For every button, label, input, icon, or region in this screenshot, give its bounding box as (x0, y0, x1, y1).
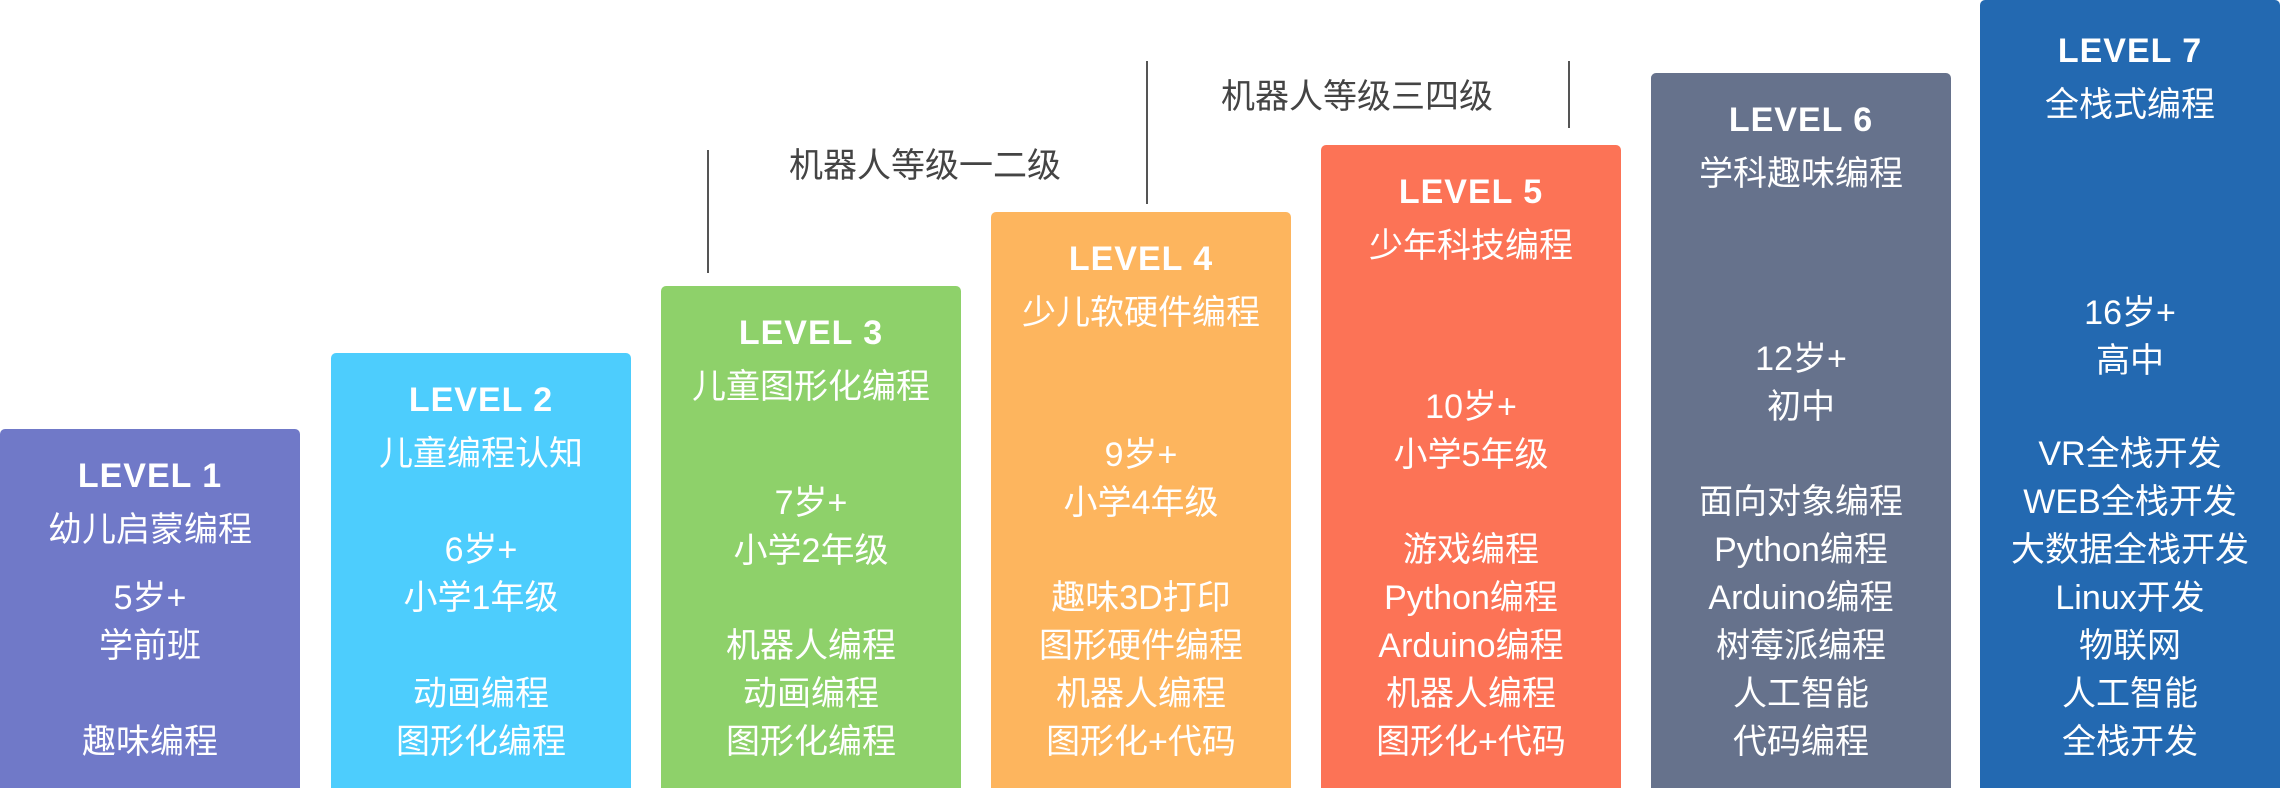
level-label: LEVEL 5 (1398, 173, 1544, 211)
topic-item: 图形化编程 (726, 723, 896, 761)
age-label: 5岁+ (113, 579, 187, 617)
level-header: LEVEL 3 儿童图形化编程 (661, 306, 961, 414)
level-5-column: LEVEL 5 少年科技编程 10岁+ 小学5年级游戏编程 Python编程 Arduin… (1321, 145, 1621, 788)
age-label: 12岁+ (1755, 340, 1847, 378)
annotation-robot-level-1-2: 机器人等级一二级 (789, 147, 1061, 185)
topic-item: VR全栈开发 (2038, 435, 2222, 473)
topic-item: WEB全栈开发 (2023, 483, 2237, 521)
topic-item: Python编程 (1384, 579, 1558, 617)
level-header: LEVEL 6 学科趣味编程 (1651, 93, 1951, 201)
level-header: LEVEL 4 少儿软硬件编程 (991, 232, 1291, 340)
age-label: 6岁+ (444, 531, 518, 569)
age-label: 7岁+ (774, 484, 848, 522)
topic-item: 物联网 (2079, 627, 2181, 665)
grade-label: 学前班 (99, 627, 201, 665)
topic-list: 趣味3D打印图形硬件编程机器人编程图形化+代码 (991, 574, 1291, 766)
topic-list: 机器人编程动画编程图形化编程 (661, 622, 961, 766)
age-label: 9岁+ (1104, 436, 1178, 474)
age-group: 9岁+ 小学4年级 (991, 431, 1291, 527)
grade-label: 高中 (2096, 342, 2164, 380)
topic-item: Arduino编程 (1378, 627, 1564, 665)
topic-item: Linux开发 (2055, 579, 2205, 617)
topic-item: 趣味3D打印 (1051, 579, 1231, 617)
bracket-line-left-a (707, 150, 709, 273)
age-group: 12岁+ 初中 (1651, 335, 1951, 431)
level-label: LEVEL 1 (77, 457, 223, 495)
topic-item: 图形化编程 (396, 723, 566, 761)
topic-item: 全栈开发 (2062, 723, 2198, 761)
topic-item: 动画编程 (413, 675, 549, 713)
grade-label: 初中 (1767, 388, 1835, 426)
topic-item: Arduino编程 (1708, 579, 1894, 617)
topic-item: 机器人编程 (1386, 675, 1556, 713)
level-name: 全栈式编程 (2045, 86, 2215, 124)
grade-label: 小学2年级 (733, 532, 889, 570)
level-6-column: LEVEL 6 学科趣味编程 12岁+ 初中面向对象编程 Python编程 Arduino… (1651, 73, 1951, 788)
level-header: LEVEL 7 全栈式编程 (1980, 24, 2280, 132)
grade-label: 小学1年级 (403, 579, 559, 617)
age-group: 10岁+ 小学5年级 (1321, 383, 1621, 479)
topic-item: 人工智能 (1733, 675, 1869, 713)
grade-label: 小学4年级 (1063, 484, 1219, 522)
level-2-column: LEVEL 2 儿童编程认知 6岁+ 小学1年级动画编程图形化编程 (331, 353, 631, 788)
level-header: LEVEL 2 儿童编程认知 (331, 373, 631, 481)
level-label: LEVEL 7 (2057, 32, 2203, 70)
level-name: 儿童图形化编程 (692, 368, 930, 406)
level-4-column: LEVEL 4 少儿软硬件编程 9岁+ 小学4年级趣味3D打印图形硬件编程机器人编程图… (991, 212, 1291, 788)
grade-label: 小学5年级 (1393, 436, 1549, 474)
age-group: 6岁+ 小学1年级 (331, 526, 631, 622)
topic-list: 趣味编程 (0, 718, 300, 766)
topic-item: 趣味编程 (82, 723, 218, 761)
level-name: 少年科技编程 (1369, 227, 1573, 265)
topic-item: 图形化+代码 (1046, 723, 1236, 761)
topic-item: Python编程 (1714, 531, 1888, 569)
bracket-line-left-b (1146, 61, 1148, 204)
age-label: 16岁+ (2084, 294, 2176, 332)
topic-list: VR全栈开发 WEB全栈开发大数据全栈开发 Linux开发物联网人工智能全栈开发 (1980, 430, 2280, 766)
annotation-robot-level-3-4: 机器人等级三四级 (1221, 78, 1493, 116)
level-label: LEVEL 3 (738, 314, 884, 352)
level-label: LEVEL 6 (1728, 101, 1874, 139)
topic-item: 机器人编程 (726, 627, 896, 665)
bracket-line-right-b (1568, 61, 1570, 128)
level-header: LEVEL 5 少年科技编程 (1321, 165, 1621, 273)
age-group: 16岁+ 高中 (1980, 289, 2280, 385)
level-name: 儿童编程认知 (379, 435, 583, 473)
age-group: 5岁+ 学前班 (0, 574, 300, 670)
topic-item: 图形硬件编程 (1039, 627, 1243, 665)
topic-list: 动画编程图形化编程 (331, 670, 631, 766)
topic-item: 面向对象编程 (1699, 483, 1903, 521)
topic-item: 机器人编程 (1056, 675, 1226, 713)
level-1-column: LEVEL 1 幼儿启蒙编程 5岁+ 学前班趣味编程 (0, 429, 300, 788)
topic-item: 动画编程 (743, 675, 879, 713)
topic-item: 树莓派编程 (1716, 627, 1886, 665)
level-label: LEVEL 2 (408, 381, 554, 419)
age-group: 7岁+ 小学2年级 (661, 479, 961, 575)
level-3-column: LEVEL 3 儿童图形化编程 7岁+ 小学2年级机器人编程动画编程图形化编程 (661, 286, 961, 788)
topic-item: 图形化+代码 (1376, 723, 1566, 761)
level-name: 幼儿启蒙编程 (48, 511, 252, 549)
level-name: 少儿软硬件编程 (1022, 294, 1260, 332)
topic-item: 代码编程 (1733, 723, 1869, 761)
level-name: 学科趣味编程 (1699, 155, 1903, 193)
level-header: LEVEL 1 幼儿启蒙编程 (0, 449, 300, 557)
topic-item: 大数据全栈开发 (2011, 531, 2249, 569)
topic-item: 人工智能 (2062, 675, 2198, 713)
level-label: LEVEL 4 (1068, 240, 1214, 278)
topic-item: 游戏编程 (1403, 531, 1539, 569)
age-label: 10岁+ (1425, 388, 1517, 426)
level-7-column: LEVEL 7 全栈式编程 16岁+ 高中 VR全栈开发 WEB全栈开发大数据全栈开发 Li… (1980, 0, 2280, 788)
topic-list: 游戏编程 Python编程 Arduino编程机器人编程图形化+代码 (1321, 526, 1621, 766)
topic-list: 面向对象编程 Python编程 Arduino编程树莓派编程人工智能代码编程 (1651, 478, 1951, 766)
